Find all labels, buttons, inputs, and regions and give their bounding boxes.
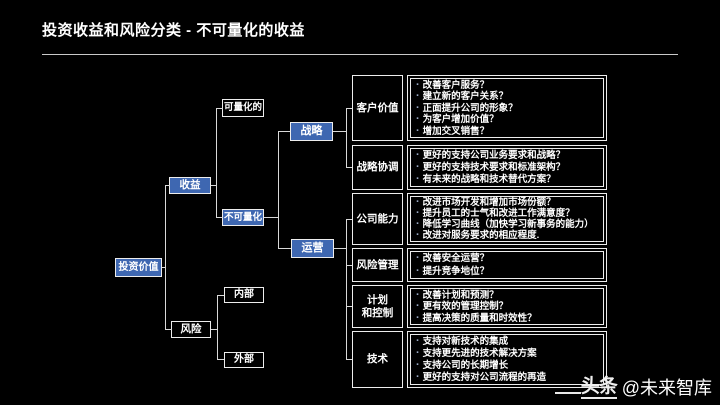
node-benefit: 收益: [169, 177, 211, 194]
connector-line: [264, 217, 278, 218]
watermark-handle: @未来智库: [621, 378, 712, 398]
title-divider: [42, 54, 678, 55]
list-item: 支持对新技术的集成: [414, 336, 600, 347]
category-label: 风险管理: [356, 258, 399, 271]
connector-line: [165, 185, 166, 330]
list-item: 增加交叉销售？: [414, 126, 600, 137]
node-risk: 风险: [171, 321, 211, 338]
node-unquantifiable: 不可量化: [222, 209, 264, 226]
category-header-strategic-alignment: 战略协调: [352, 145, 403, 190]
category-label: 战略协调: [356, 161, 399, 173]
connector-line: [216, 108, 223, 109]
list-item: 有未来的战略和技术替代方案？: [414, 174, 600, 185]
connector-line: [334, 248, 346, 249]
list-technology: 支持对新技术的集成 支持更先进的技术解决方案 支持公司的长期增长 更好的支持对公…: [407, 331, 607, 388]
connector-line: [217, 295, 224, 296]
list-strategic-alignment: 更好的支持公司业务要求和战略？ 更好的支持技术要求和标准架构？ 有未来的战略和技…: [407, 145, 607, 190]
connector-line: [211, 185, 216, 186]
list-item: 改善安全运营？: [414, 253, 600, 264]
connector-line: [216, 108, 217, 218]
list-item: 更好的支持对公司流程的再造: [414, 372, 600, 383]
connector-line: [278, 248, 291, 249]
connector-line: [346, 265, 352, 266]
list-item: 更有效的管理控制？: [414, 301, 600, 312]
category-header-technology: 技术: [352, 331, 403, 388]
category-header-customer-value: 客户价值: [352, 75, 403, 141]
category-label-line1: 计划: [367, 293, 388, 306]
connector-line: [346, 108, 352, 109]
list-frame: 改善计划和预测？ 更有效的管理控制？ 提高决策的质量和时效性？: [410, 288, 604, 325]
list-frame: 改善客户服务？ 建立新的客户关系？ 正面提升公司的形象？ 为客户增加价值？ 增加…: [410, 78, 604, 138]
category-label: 技术: [367, 353, 388, 365]
node-external: 外部: [224, 352, 264, 368]
list-item: 支持更先进的技术解决方案: [414, 348, 600, 359]
connector-line: [278, 131, 290, 132]
connector-line: [346, 306, 352, 307]
connector-line: [211, 329, 217, 330]
node-internal: 内部: [224, 287, 264, 303]
list-plan-and-control: 改善计划和预测？ 更有效的管理控制？ 提高决策的质量和时效性？: [407, 285, 607, 328]
watermark-brand-text: 头条: [580, 376, 618, 397]
connector-line: [333, 131, 346, 132]
list-item: 正面提升公司的形象？: [414, 103, 600, 114]
watermark: 头条 @未来智库: [554, 376, 712, 399]
list-item: 更好的支持公司业务要求和战略？: [414, 150, 600, 161]
connector-line: [165, 185, 170, 186]
list-item: 为客户增加价值？: [414, 114, 600, 125]
watermark-brand-logo: 头条: [554, 376, 618, 399]
node-operations: 运营: [291, 239, 334, 258]
list-item: 建立新的客户关系？: [414, 91, 600, 102]
connector-line: [346, 108, 347, 168]
connector-line: [216, 217, 223, 218]
connector-line: [346, 219, 347, 360]
list-frame: 改善安全运营？ 提升竞争地位？: [410, 251, 604, 279]
connector-line: [278, 131, 279, 249]
category-header-company-capability: 公司能力: [352, 193, 403, 245]
connector-line: [217, 295, 218, 360]
list-frame: 支持对新技术的集成 支持更先进的技术解决方案 支持公司的长期增长 更好的支持对公…: [410, 334, 604, 385]
list-item: 改进市场开发和增加市场份额？: [414, 197, 600, 208]
list-item: 更好的支持技术要求和标准架构？: [414, 162, 600, 173]
category-label-line2: 和控制: [361, 306, 394, 319]
category-header-plan-and-control: 计划 和控制: [352, 285, 403, 328]
node-quantifiable: 可量化的: [222, 99, 264, 117]
category-header-risk-management: 风险管理: [352, 248, 403, 282]
connector-line: [346, 359, 352, 360]
list-item: 改善计划和预测？: [414, 290, 600, 301]
list-frame: 更好的支持公司业务要求和战略？ 更好的支持技术要求和标准架构？ 有未来的战略和技…: [410, 148, 604, 187]
list-risk-management: 改善安全运营？ 提升竞争地位？: [407, 248, 607, 282]
node-strategy: 战略: [290, 122, 333, 141]
connector-line: [217, 359, 224, 360]
list-customer-value: 改善客户服务？ 建立新的客户关系？ 正面提升公司的形象？ 为客户增加价值？ 增加…: [407, 75, 607, 141]
connector-line: [162, 267, 166, 268]
connector-line: [346, 219, 352, 220]
category-label: 公司能力: [356, 212, 399, 225]
list-item: 提升竞争地位？: [414, 266, 600, 277]
slide-title: 投资收益和风险分类 - 不可量化的收益: [42, 22, 305, 39]
list-item: 改善客户服务？: [414, 80, 600, 91]
list-item: 提升员工的士气和改进工作满意度？: [414, 208, 600, 219]
list-frame: 改进市场开发和增加市场份额？ 提升员工的士气和改进工作满意度？ 降低学习曲线（加…: [410, 196, 604, 242]
node-investment-value: 投资价值: [115, 258, 162, 277]
list-item: 降低学习曲线（加快学习新事务的能力）: [414, 219, 600, 230]
connector-line: [165, 329, 172, 330]
list-item: 改进对服务要求的相应程度.: [414, 230, 600, 241]
list-item: 支持公司的长期增长: [414, 360, 600, 371]
category-label: 客户价值: [356, 101, 399, 114]
watermark-underline: [554, 392, 581, 394]
connector-line: [346, 167, 352, 168]
list-company-capability: 改进市场开发和增加市场份额？ 提升员工的士气和改进工作满意度？ 降低学习曲线（加…: [407, 193, 607, 245]
list-item: 提高决策的质量和时效性？: [414, 313, 600, 324]
